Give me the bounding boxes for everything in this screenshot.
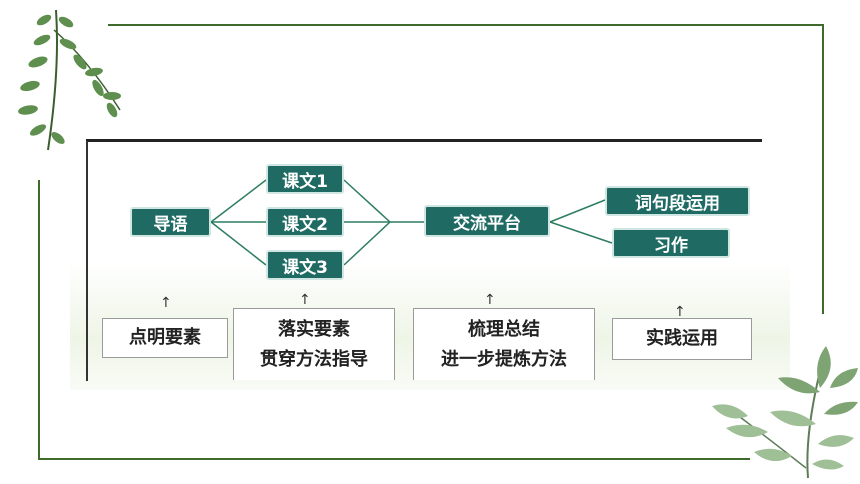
box-jiaoliu-pingtai: 交流平台 [424,205,550,237]
note-line: 梳理总结 [468,318,540,340]
note-line: 点明要素 [129,327,201,348]
connector-daoyu-kewen3 [210,221,267,266]
note-luoshi-yaosu: 落实要素 贯穿方法指导 [233,308,395,380]
frame-right-line [822,24,824,314]
box-kewen1: 课文1 [266,164,344,194]
box-kewen2: 课文2 [266,207,344,237]
leaf-branch-top-left-icon [18,9,121,151]
note-shijian-yunyong: 实践运用 [612,318,752,360]
leaf-branch-bottom-right-icon [712,346,858,479]
connector-kewen3-hub [343,221,391,266]
connector-jiaoliu-xizuo [549,221,613,244]
box-kewen3: 课文3 [266,250,344,280]
connector-kewen1-hub [343,179,391,223]
box-daoyu: 导语 [130,207,211,237]
panel-left-border [86,141,88,381]
connector-jiaoliu-ciju [549,199,606,223]
note-dianming-yaosu: 点明要素 [102,318,228,358]
arrow-up-icon: ↑ [484,292,496,308]
note-line: 进一步提炼方法 [441,348,567,370]
frame-left-line [38,180,40,460]
connector-daoyu-kewen1 [210,179,267,223]
note-line: 落实要素 [278,318,350,340]
box-xizuo: 习作 [612,228,730,258]
note-line: 实践运用 [646,328,718,349]
frame-top-line [108,24,824,26]
note-line: 贯穿方法指导 [260,348,368,370]
note-shuli-zongjie: 梳理总结 进一步提炼方法 [413,308,595,380]
arrow-up-icon: ↑ [674,304,686,320]
frame-bottom-line [38,458,750,460]
panel-top-border [86,139,762,142]
arrow-up-icon: ↑ [299,292,311,308]
arrow-up-icon: ↑ [160,295,172,311]
box-ciju-duan-yunyong: 词句段运用 [605,186,750,216]
